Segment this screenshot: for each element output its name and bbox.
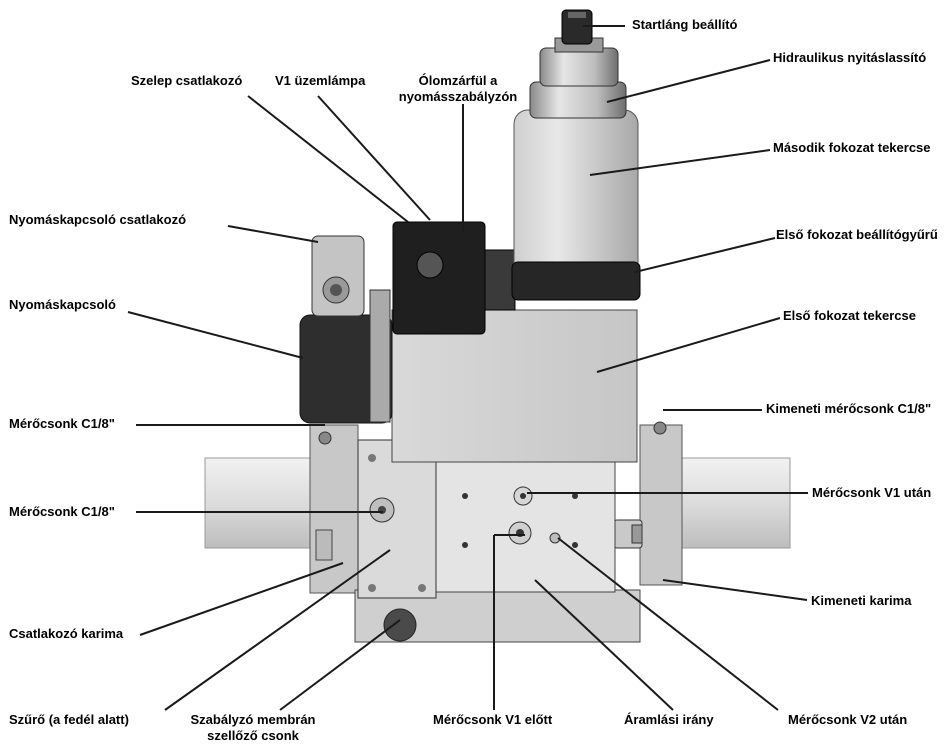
label-kimeneti-karima: Kimeneti karima [811,593,912,608]
label-szabalyzo: Szabályzó membrán szellőző csonk [178,712,328,744]
leader-masodik [589,149,771,176]
label-merocsonk-v2-utan: Mérőcsonk V2 után [788,712,908,727]
leader-csatlakozo-karima [139,562,344,636]
label-elso-beallito: Első fokozat beállítógyűrű [776,227,938,242]
leader-szuro [164,549,391,711]
leader-v1-lampa [317,95,431,221]
second-stage-coil [513,109,639,283]
label-olomzarful: Ólomzárfül a nyomásszabályzón [388,73,528,105]
label-merocsonk-v1-utan: Mérőcsonk V1 után [812,485,932,500]
first-stage-adjuster-ring [511,261,641,301]
label-szabalyzo-line1: Szabályzó membrán [190,712,316,727]
outlet-flange [639,424,683,586]
leader-nyomaskapcsolo-csat [227,225,319,243]
label-olomzarful-line1: Ólomzárfül a [418,73,498,88]
leader-elso-beallito [634,237,776,273]
leader-hidraulikus [606,59,771,103]
label-hidraulikus: Hidraulikus nyitáslassító [773,50,927,65]
label-nyomaskapcsolo: Nyomáskapcsoló [9,297,116,312]
outlet-pipe [679,457,791,549]
label-szelep-csatlakozo: Szelep csatlakozó [131,73,243,88]
leader-aramlasi [534,579,674,711]
leader-szelep [247,95,409,223]
label-masodik-tekercs: Második fokozat tekercse [773,140,931,155]
label-v1-uzemlampa: V1 üzemlámpa [275,73,366,88]
label-olomzarful-line2: nyomásszabályzón [398,89,518,104]
label-szuro: Szűrő (a fedél alatt) [9,712,129,727]
label-aramlasi-irany: Áramlási irány [624,712,714,727]
leader-nyomaskapcsolo [127,311,304,359]
label-elso-tekercs: Első fokozat tekercse [783,308,916,323]
label-merocsonk-v1-elott: Mérőcsonk V1 előtt [433,712,553,727]
inlet-flange [309,424,359,594]
valve-connector [392,221,486,335]
label-szabalyzo-line2: szellőző csonk [207,728,299,743]
label-startlang: Startláng beállító [632,17,738,32]
label-csatlakozo-karima: Csatlakozó karima [9,626,124,641]
label-merocsonk-mid: Mérőcsonk C1/8" [9,504,115,519]
label-kimeneti-merocsonk: Kimeneti mérőcsonk C1/8" [766,401,932,416]
pressure-switch-connector [311,235,365,317]
leader-kimeneti-karima [662,579,808,601]
leader-v2-utan [557,537,779,711]
leader-elso-tekercs [596,317,781,373]
leader-szabalyzo [279,619,401,711]
label-nyomaskapcsolo-csatlakozo: Nyomáskapcsoló csatlakozó [9,212,187,227]
vent-cap [383,608,417,642]
filter-cover [357,439,437,599]
label-merocsonk-top: Mérőcsonk C1/8" [9,416,115,431]
